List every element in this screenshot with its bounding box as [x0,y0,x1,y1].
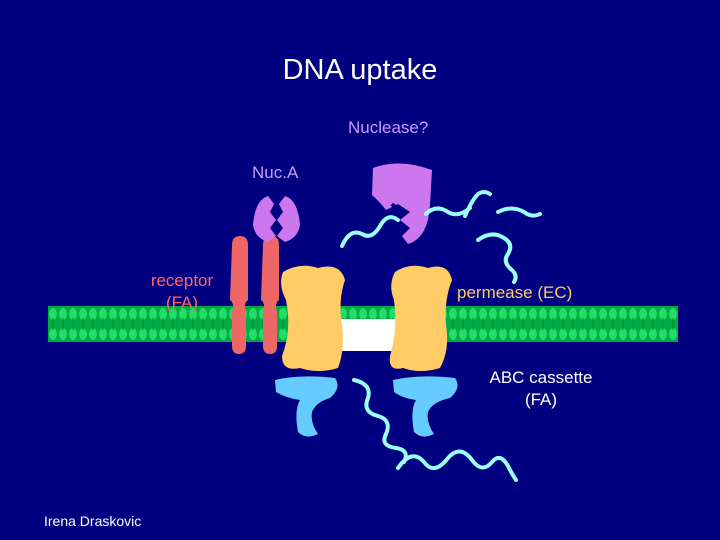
author-credit: Irena Draskovic [44,513,142,529]
abc-cassette-icon [393,376,458,437]
abc-cassette-icon [275,376,338,437]
abc-cassette-label-line1: ABC cassette [489,368,593,387]
nuclease-icon [253,196,300,242]
receptor-label: receptor (FA) [127,270,237,314]
permease-icon [389,265,452,371]
receptor-label-line1: receptor [150,271,214,290]
abc-cassette-label: ABC cassette (FA) [476,367,606,411]
abc-cassette-label-line2: (FA) [524,390,558,409]
permease-icon [281,265,345,371]
permease-label: permease (EC) [457,283,573,302]
permease-channel [338,319,398,351]
slide-title: DNA uptake [282,54,438,86]
nuclease-question-label: Nuclease? [348,118,429,137]
receptor-icon [230,236,279,354]
dna-strand-icon [340,190,542,482]
nuclease-question-icon [372,163,432,244]
nuca-label: Nuc.A [252,163,299,182]
receptor-label-line2: (FA) [165,293,199,312]
